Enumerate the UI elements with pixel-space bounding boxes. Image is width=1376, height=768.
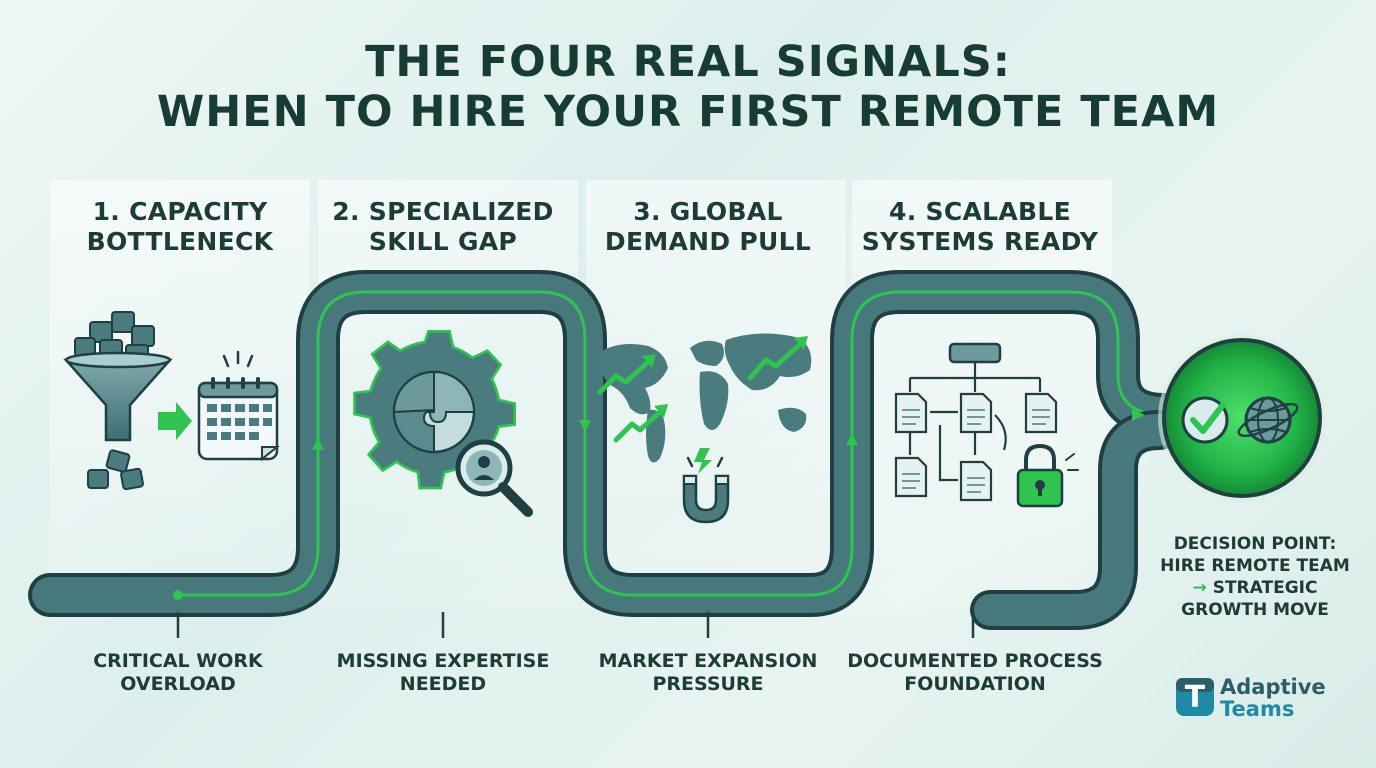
signal-3-title-line-2: DEMAND PULL <box>604 227 812 256</box>
signal-3-title: 3. GLOBAL DEMAND PULL <box>578 197 838 257</box>
logo-line-1: Adaptive <box>1220 675 1326 699</box>
track-arrows <box>173 409 1145 600</box>
world-map-magnet-icon <box>597 333 812 524</box>
title-line-1: THE FOUR REAL SIGNALS: <box>365 37 1011 87</box>
page-title: THE FOUR REAL SIGNALS: WHEN TO HIRE YOUR… <box>0 37 1376 137</box>
signal-2-title: 2. SPECIALIZED SKILL GAP <box>313 197 573 257</box>
process-flowchart-lock-icon <box>894 342 1079 508</box>
decision-line-1: DECISION POINT: <box>1173 534 1337 554</box>
signal-1-caption-line-2: OVERLOAD <box>120 673 236 695</box>
decision-point-text: DECISION POINT: HIRE REMOTE TEAM → STRAT… <box>1140 533 1370 621</box>
logo-mark-letter: T <box>1184 680 1206 715</box>
caption-connectors <box>176 612 975 638</box>
signal-3-caption-line-2: PRESSURE <box>652 673 764 695</box>
signal-4-caption: DOCUMENTED PROCESS FOUNDATION <box>845 650 1105 696</box>
signal-3-caption-line-1: MARKET EXPANSION <box>598 650 818 672</box>
gear-puzzle-magnifier-icon <box>353 330 533 517</box>
funnel-calendar-icon <box>63 311 280 491</box>
signal-2-title-line-1: 2. SPECIALIZED <box>332 197 554 226</box>
logo-mark <box>1176 678 1214 716</box>
signal-3-title-line-1: 3. GLOBAL <box>633 197 783 226</box>
signal-1-caption: CRITICAL WORK OVERLOAD <box>48 650 308 696</box>
track <box>28 270 1187 630</box>
signal-4-caption-line-1: DOCUMENTED PROCESS <box>847 650 1103 672</box>
signal-2-caption-line-2: NEEDED <box>399 673 487 695</box>
title-line-2: WHEN TO HIRE YOUR FIRST REMOTE TEAM <box>156 87 1220 137</box>
signal-3-caption: MARKET EXPANSION PRESSURE <box>578 650 838 696</box>
signal-1-title-line-1: 1. CAPACITY <box>92 197 268 226</box>
signal-1-title: 1. CAPACITY BOTTLENECK <box>50 197 310 257</box>
decision-line-3-wrap: → STRATEGIC <box>1140 577 1370 599</box>
checkmark-globe-icon <box>1158 334 1326 502</box>
signal-4-title-line-2: SYSTEMS READY <box>861 227 1099 256</box>
logo-text: Adaptive Teams <box>1220 676 1326 720</box>
signal-4-title-line-1: 4. SCALABLE <box>889 197 1071 226</box>
signal-2-caption: MISSING EXPERTISE NEEDED <box>313 650 573 696</box>
decision-line-3: STRATEGIC <box>1212 578 1318 598</box>
signal-4-title: 4. SCALABLE SYSTEMS READY <box>850 197 1110 257</box>
signal-2-title-line-2: SKILL GAP <box>368 227 518 256</box>
signal-2-caption-line-1: MISSING EXPERTISE <box>336 650 550 672</box>
decision-line-4: GROWTH MOVE <box>1181 600 1329 620</box>
signal-1-caption-line-1: CRITICAL WORK <box>93 650 263 672</box>
signal-1-title-line-2: BOTTLENECK <box>86 227 274 256</box>
arrow-right-icon: → <box>1192 578 1207 598</box>
logo-line-2: Teams <box>1220 697 1295 721</box>
signal-4-caption-line-2: FOUNDATION <box>904 673 1046 695</box>
decision-line-2: HIRE REMOTE TEAM <box>1160 556 1350 576</box>
